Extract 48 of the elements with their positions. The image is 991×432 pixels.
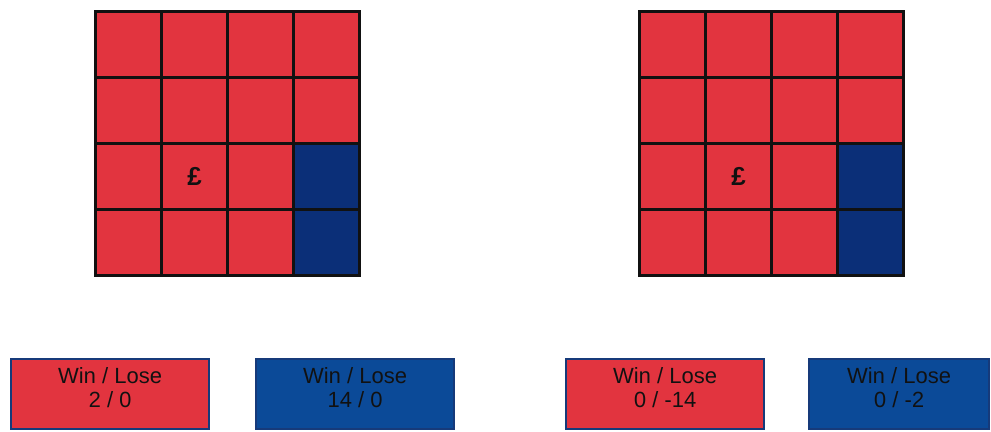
- grid-square: [773, 211, 836, 274]
- score-panel: [565, 358, 765, 430]
- grid-square: [229, 13, 292, 76]
- pound-sign: £: [731, 161, 746, 192]
- grid-square: [641, 13, 704, 76]
- score-panel: [808, 358, 990, 430]
- grid-square: [229, 79, 292, 142]
- grid-square: [641, 211, 704, 274]
- grid-square: [641, 79, 704, 142]
- panel-heading: Win / Lose: [303, 364, 407, 388]
- grid-square: [773, 145, 836, 208]
- grid-square: [295, 79, 358, 142]
- grid-square: [295, 145, 358, 208]
- grid-square: [97, 13, 160, 76]
- grid-square: [839, 145, 902, 208]
- grid-square: [773, 13, 836, 76]
- grid-square: [97, 79, 160, 142]
- grid-square: [97, 145, 160, 208]
- grid-square: [707, 79, 770, 142]
- grid-square: [163, 211, 226, 274]
- grid-square: [641, 145, 704, 208]
- panel-heading: Win / Lose: [58, 364, 162, 388]
- score-panel: [255, 358, 455, 430]
- panel-heading: Win / Lose: [847, 364, 951, 388]
- grid-square: [163, 79, 226, 142]
- grid-square: [97, 211, 160, 274]
- grid-square: [295, 13, 358, 76]
- grid-square: [163, 145, 226, 208]
- grid-square: [295, 211, 358, 274]
- grid-square: [707, 211, 770, 274]
- pound-sign: £: [187, 161, 202, 192]
- grid-square: [773, 79, 836, 142]
- panel-heading: Win / Lose: [613, 364, 717, 388]
- grid-square: [229, 145, 292, 208]
- score-value: 14 / 0: [327, 388, 383, 412]
- score-panel: [10, 358, 210, 430]
- grid-square: [839, 13, 902, 76]
- grid-square: [163, 13, 226, 76]
- grid-square: [707, 13, 770, 76]
- score-value: 0 / -2: [874, 388, 924, 412]
- grid-square: [839, 211, 902, 274]
- score-value: 0 / -14: [634, 388, 696, 412]
- score-value: 2 / 0: [88, 388, 132, 412]
- grid-square: [229, 211, 292, 274]
- grid-board: [638, 10, 905, 277]
- grid-board: [94, 10, 361, 277]
- grid-square: [839, 79, 902, 142]
- grid-square: [707, 145, 770, 208]
